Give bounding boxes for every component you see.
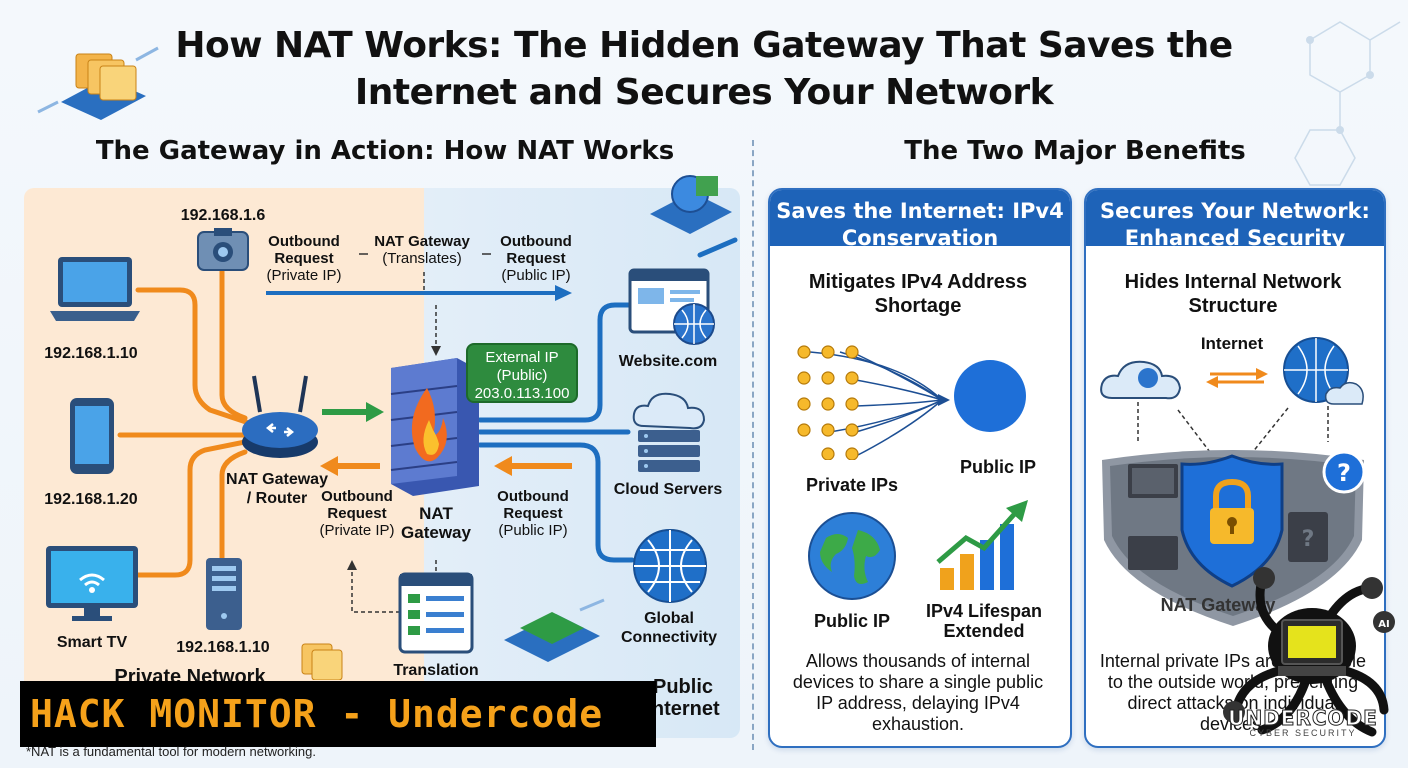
public-ip-globe-label: Public IP <box>813 611 891 631</box>
nat-translates-title: NAT Gateway <box>374 233 470 250</box>
camera-icon <box>197 228 249 271</box>
svg-text:?: ? <box>1337 459 1351 487</box>
watermark-text: UNDERCODE <box>1228 706 1378 731</box>
firewall-gateway-icon <box>390 358 479 496</box>
folder-stack-icon <box>301 643 343 680</box>
left-section-heading: The Gateway in Action: How NAT Works <box>95 136 675 166</box>
earth-globe-icon <box>808 512 896 600</box>
translation-table-icon <box>398 572 474 654</box>
internet-label: Internet <box>1200 334 1264 353</box>
router-icon <box>242 375 318 458</box>
ip-conservation-graphic <box>797 345 950 460</box>
external-ip-value: 203.0.113.100 <box>474 385 570 402</box>
return-private-sub: (Private IP) <box>319 522 395 539</box>
lifespan-label: IPv4 Lifespan Extended <box>925 601 1043 641</box>
outbound-private-label: Outbound Request (Private IP) <box>258 233 350 284</box>
watermark-subtext: CYBER SECURITY <box>1249 728 1357 738</box>
translation-label: Translation <box>393 662 479 679</box>
nat-translates-label: NAT Gateway (Translates) <box>366 233 478 267</box>
network-chip-icon <box>504 598 605 662</box>
public-internet-label: Public Internet <box>646 676 720 720</box>
private-ips-label: Private IPs <box>805 475 899 495</box>
molecule-decor <box>1294 21 1401 186</box>
title-line-1: How NAT Works: The Hidden Gateway That S… <box>175 25 1233 66</box>
outbound-public-title: Outbound Request <box>500 233 572 267</box>
server-ip: 192.168.1.10 <box>176 639 270 656</box>
camera-ip: 192.168.1.6 <box>180 207 266 224</box>
return-private-label: Outbound Request (Private IP) <box>312 488 402 539</box>
public-ip-sphere-icon <box>954 360 1026 432</box>
banner-text: HACK MONITOR - Undercode <box>30 692 604 736</box>
nat-translates-sub: (Translates) <box>382 250 462 267</box>
security-subtitle: Hides Internal Network Structure <box>1124 271 1342 317</box>
outbound-public-sub: (Public IP) <box>501 267 571 284</box>
router-label: NAT Gateway / Router <box>226 471 328 507</box>
svg-text:?: ? <box>1302 527 1315 552</box>
outbound-private-title: Outbound Request <box>268 233 340 267</box>
security-card-header: Secures Your Network: Enhanced Security <box>1086 190 1384 250</box>
return-public-title: Outbound Request <box>497 488 569 522</box>
conservation-subtitle: Mitigates IPv4 Address Shortage <box>808 271 1028 317</box>
return-public-sub: (Public IP) <box>498 522 568 539</box>
nat-gateway-label: NAT Gateway <box>401 504 471 542</box>
section-divider <box>752 140 754 750</box>
security-graphic: ? ? <box>1100 337 1366 626</box>
phone-icon <box>70 398 114 474</box>
laptop-icon <box>50 257 140 321</box>
external-ip-tag: External IP (Public) 203.0.113.100 <box>466 343 578 403</box>
outbound-private-sub: (Private IP) <box>266 267 342 284</box>
external-ip-title: External IP <box>485 349 559 366</box>
octopus-mascot-icon: AI <box>1223 567 1395 737</box>
return-public-label: Outbound Request (Public IP) <box>488 488 578 539</box>
website-icon <box>628 268 715 345</box>
cloud-servers-icon <box>632 392 706 472</box>
cloud-servers-label: Cloud Servers <box>613 481 723 498</box>
svg-text:AI: AI <box>1378 619 1389 630</box>
page-title: How NAT Works: The Hidden Gateway That S… <box>0 22 1408 116</box>
title-line-2: Internet and Secures Your Network <box>354 72 1054 113</box>
right-section-heading: The Two Major Benefits <box>904 136 1246 166</box>
outbound-public-label: Outbound Request (Public IP) <box>490 233 582 284</box>
global-connectivity-label: Global Connectivity <box>620 610 717 646</box>
smart-tv-icon <box>46 546 138 621</box>
global-globe-icon <box>633 529 707 603</box>
website-label: Website.com <box>618 353 718 370</box>
laptop-ip: 192.168.1.10 <box>44 345 138 362</box>
return-private-title: Outbound Request <box>321 488 393 522</box>
public-ip-label: Public IP <box>959 457 1037 477</box>
external-ip-sub: (Public) <box>496 367 548 384</box>
connection-lines <box>117 237 738 613</box>
hack-monitor-banner <box>20 681 656 747</box>
nat-gateway-partial-label: NAT Gateway <box>1160 595 1276 615</box>
footnote: *NAT is a fundamental tool for modern ne… <box>26 744 316 759</box>
internet-globe-chip-icon <box>650 175 732 234</box>
growth-chart-icon <box>936 500 1028 590</box>
folders-icon <box>37 46 159 120</box>
conservation-card-header: Saves the Internet: IPv4 Conservation <box>770 190 1070 250</box>
phone-ip: 192.168.1.20 <box>44 491 138 508</box>
conservation-card: Saves the Internet: IPv4 Conservation <box>768 188 1072 748</box>
smart-tv-label: Smart TV <box>56 634 128 651</box>
conservation-body: Allows thousands of internal devices to … <box>792 651 1044 734</box>
server-tower-icon <box>206 558 242 630</box>
